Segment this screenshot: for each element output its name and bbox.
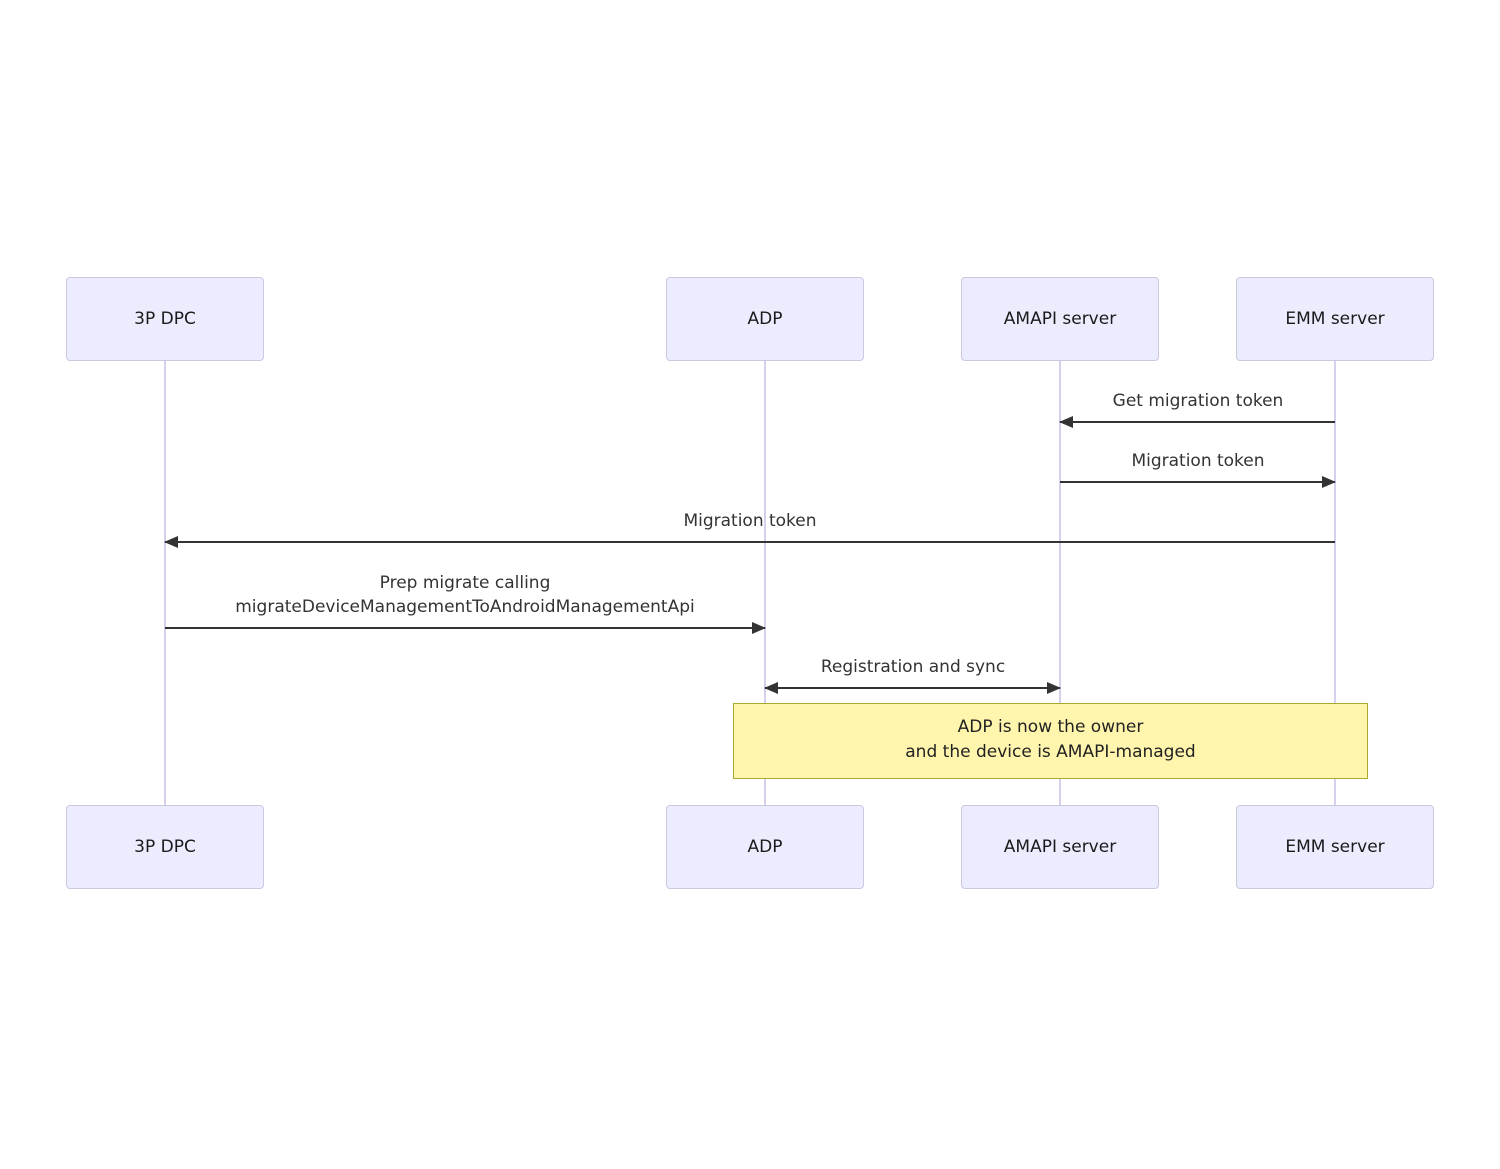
arrowhead-left-icon [764, 682, 778, 694]
message-label-get-migration-token: Get migration token [1112, 391, 1284, 411]
message-line-get-migration-token [1059, 416, 1335, 428]
arrowhead-right-icon [1322, 476, 1336, 488]
note-text-line1: ADP is now the owner [957, 717, 1144, 737]
actor-box-adp-bottom: ADP [666, 805, 864, 889]
note-adp-owner: ADP is now the owner and the device is A… [733, 703, 1368, 779]
actor-label-emm-server: EMM server [1285, 837, 1385, 857]
arrowhead-right-icon [1047, 682, 1061, 694]
actor-box-amapi-server-top: AMAPI server [961, 277, 1159, 361]
message-line-migration-token-to-emm [1060, 476, 1336, 488]
actor-label-adp: ADP [747, 837, 783, 857]
arrowhead-left-icon [164, 536, 178, 548]
lifeline-emm-server [1334, 361, 1336, 805]
actor-box-emm-server-top: EMM server [1236, 277, 1434, 361]
actor-box-3p-dpc-bottom: 3P DPC [66, 805, 264, 889]
message-label-migration-token-to-dpc: Migration token [683, 511, 817, 531]
message-label-prep-migrate-line2: migrateDeviceManagementToAndroidManageme… [235, 597, 695, 617]
message-line-registration-and-sync [764, 682, 1061, 694]
note-text-line2: and the device is AMAPI-managed [905, 742, 1196, 762]
actor-label-amapi-server: AMAPI server [1003, 837, 1117, 857]
actor-box-adp-top: ADP [666, 277, 864, 361]
lifeline-amapi-server [1059, 361, 1061, 805]
arrowhead-right-icon [752, 622, 766, 634]
lifeline-adp [764, 361, 766, 805]
message-line-migration-token-to-dpc [164, 536, 1335, 548]
actor-label-emm-server: EMM server [1285, 309, 1385, 329]
actor-label-adp: ADP [747, 309, 783, 329]
message-label-migration-token-to-emm: Migration token [1131, 451, 1265, 471]
actor-box-emm-server-bottom: EMM server [1236, 805, 1434, 889]
lifeline-3p-dpc [164, 361, 166, 805]
actor-label-3p-dpc: 3P DPC [134, 837, 196, 857]
actor-box-amapi-server-bottom: AMAPI server [961, 805, 1159, 889]
actor-label-amapi-server: AMAPI server [1003, 309, 1117, 329]
message-line-prep-migrate [165, 622, 766, 634]
actor-box-3p-dpc-top: 3P DPC [66, 277, 264, 361]
actor-label-3p-dpc: 3P DPC [134, 309, 196, 329]
arrowhead-left-icon [1059, 416, 1073, 428]
message-label-prep-migrate-line1: Prep migrate calling [379, 573, 551, 593]
message-label-registration-and-sync: Registration and sync [820, 657, 1006, 677]
